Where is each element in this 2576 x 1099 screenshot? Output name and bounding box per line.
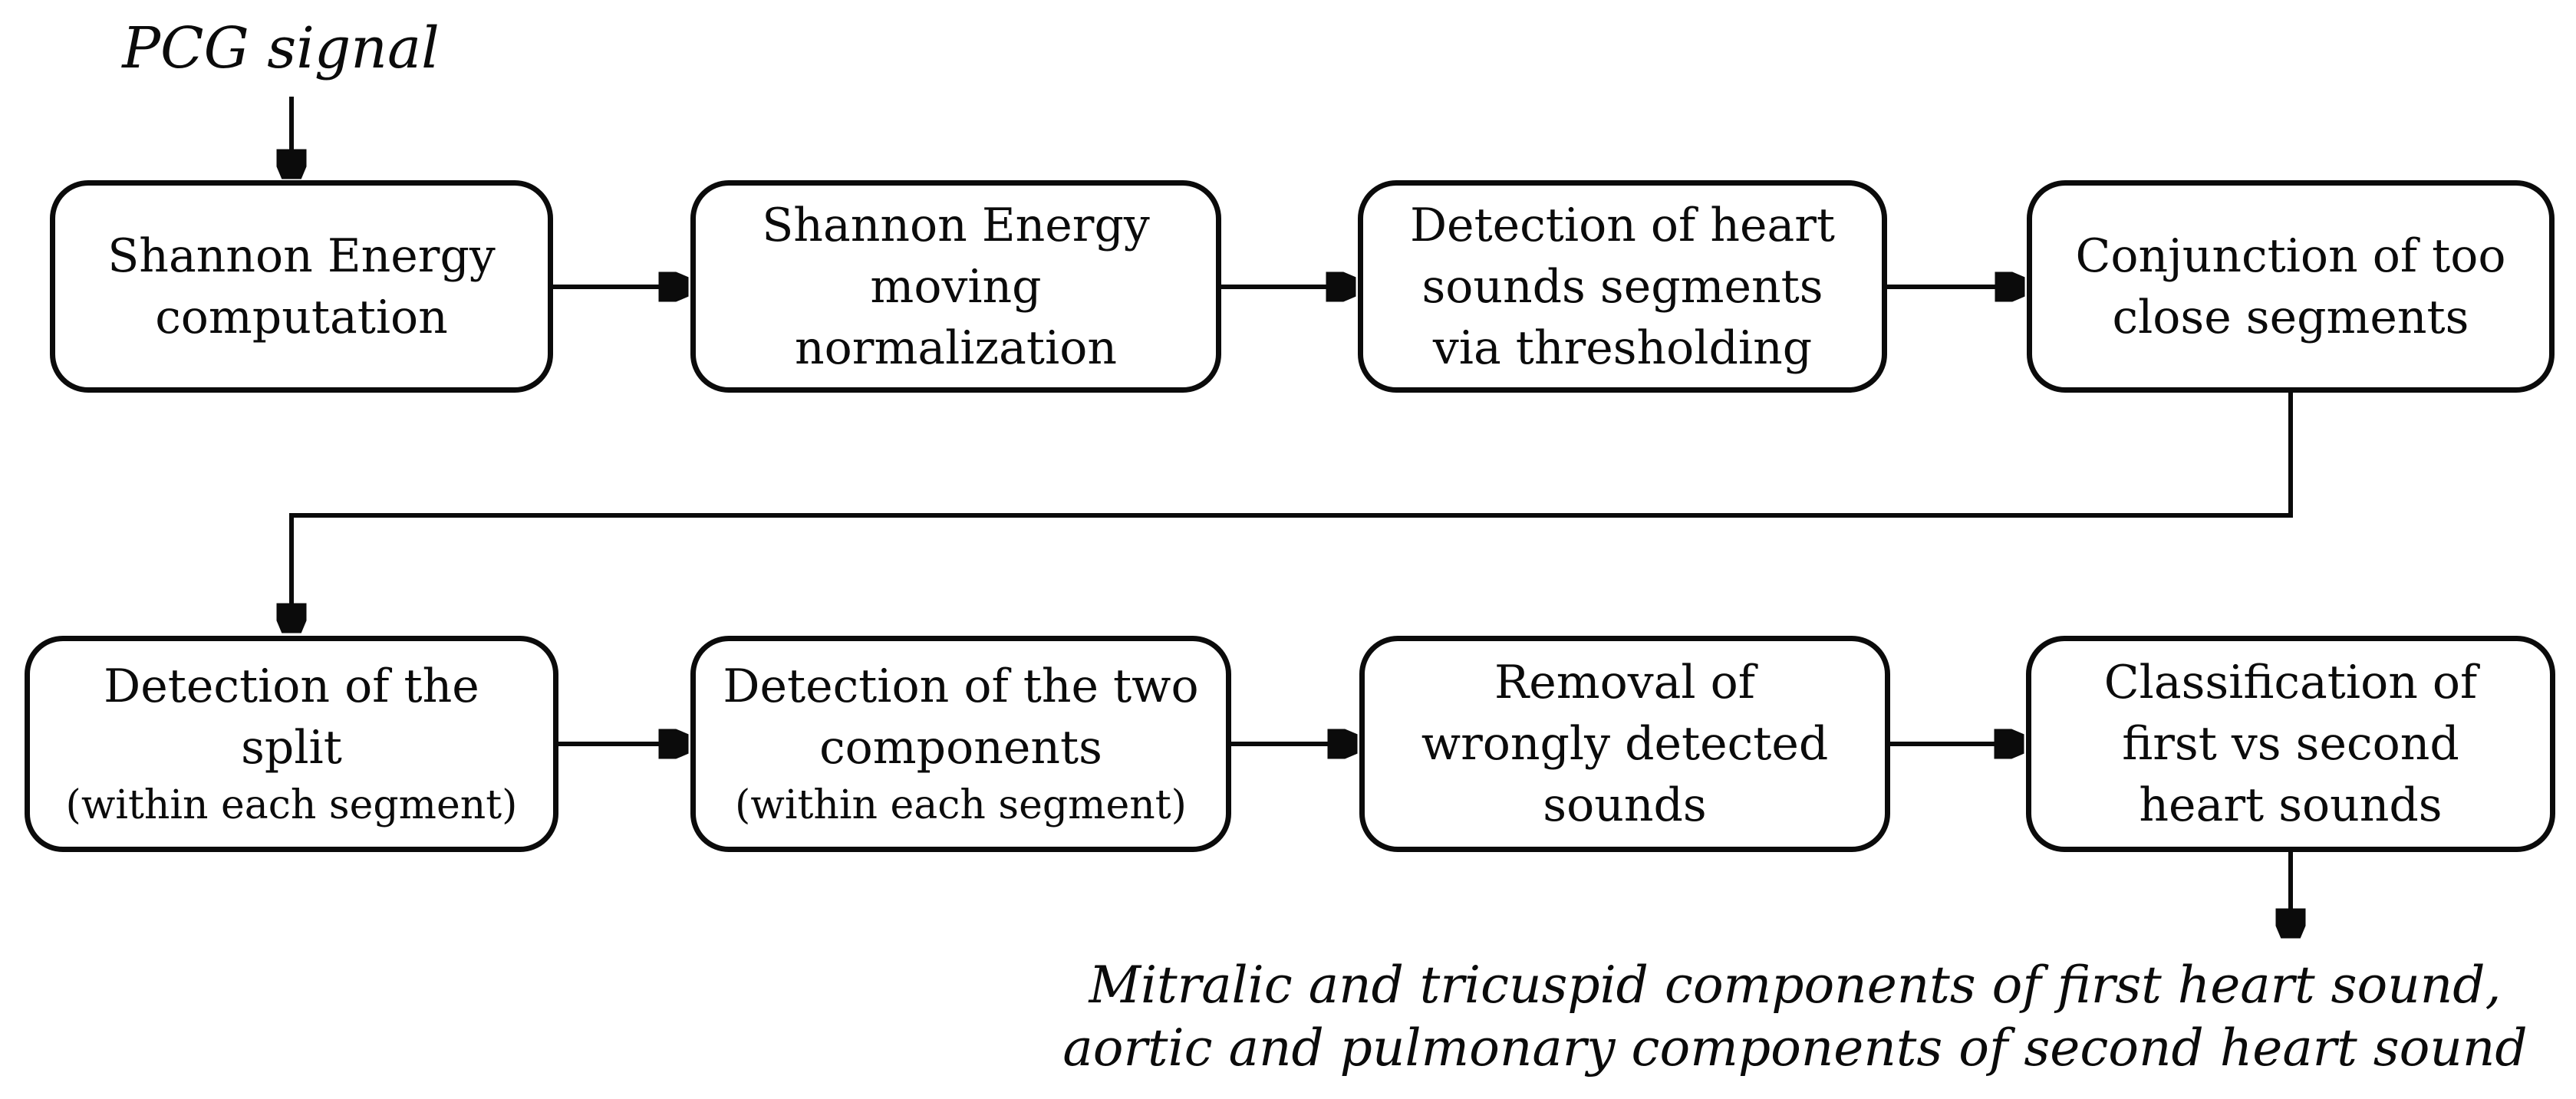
box-label-line: wrongly detected	[1421, 717, 1829, 771]
box-detection-of-split: Detection of the split (within each segm…	[25, 636, 558, 852]
output-caption-line: Mitralic and tricuspid components of fir…	[1089, 956, 2502, 1015]
box-detection-two-components: Detection of the two components (within …	[690, 636, 1231, 852]
box-label-line: moving	[870, 259, 1042, 314]
arrow-row1-box4-to-row2-box1	[292, 393, 2293, 629]
box-label-line: components	[819, 721, 1102, 775]
box-label-line: Conjunction of too	[2075, 229, 2506, 283]
output-caption: Mitralic and tricuspid components of fir…	[1028, 954, 2562, 1080]
box-label-line: sounds segments	[1421, 259, 1823, 314]
box-label-line: Detection of the	[104, 660, 479, 713]
box-label-line: first vs second	[2122, 717, 2459, 771]
box-label-line: split	[241, 721, 342, 775]
box-shannon-energy-computation: Shannon Energy computation	[50, 180, 553, 393]
box-label-line: computation	[155, 290, 448, 344]
box-removal-wrongly-detected-sounds: Removal of wrongly detected sounds	[1359, 636, 1890, 852]
box-label-line: Detection of the two	[723, 660, 1199, 713]
box-label-line: sounds	[1543, 778, 1707, 832]
box-detection-heart-sound-segments: Detection of heart sounds segments via t…	[1358, 180, 1887, 393]
box-label-line: Removal of	[1494, 656, 1755, 709]
box-classification-first-second-heart-sounds: Classification of first vs second heart …	[2026, 636, 2555, 852]
box-label-subline: (within each segment)	[735, 782, 1187, 828]
box-conjunction-close-segments: Conjunction of too close segments	[2027, 180, 2555, 393]
box-label-line: Detection of heart	[1409, 198, 1836, 252]
box-shannon-energy-moving-normalization: Shannon Energy moving normalization	[690, 180, 1221, 393]
box-label-line: Classification of	[2103, 656, 2478, 709]
box-label-line: close segments	[2112, 290, 2469, 344]
input-label-pcg-signal: PCG signal	[122, 15, 440, 81]
box-label-line: normalization	[795, 321, 1117, 375]
box-label-line: heart sounds	[2139, 778, 2443, 832]
box-label-subline: (within each segment)	[65, 782, 518, 828]
box-label-line: via thresholding	[1432, 321, 1813, 375]
output-caption-line: aortic and pulmonary components of secon…	[1062, 1018, 2528, 1078]
box-label-line: Shannon Energy	[107, 229, 496, 283]
box-label-line: Shannon Energy	[762, 198, 1150, 252]
